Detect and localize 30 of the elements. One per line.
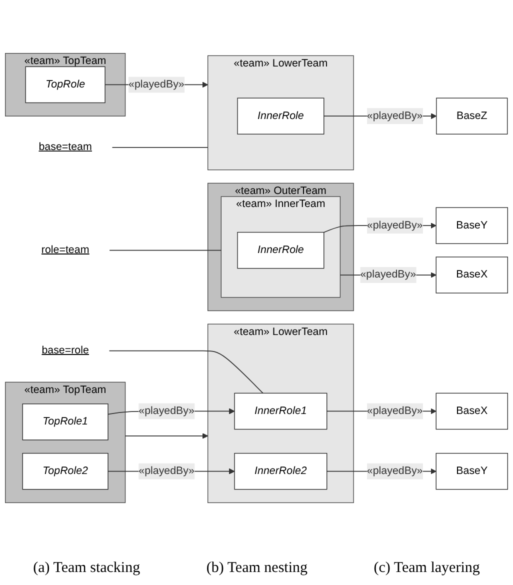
node-box: InnerRole — [237, 98, 324, 134]
edge-label: «playedBy» — [138, 465, 194, 477]
node-text: base=team — [38, 141, 92, 153]
node-box: BaseY — [436, 452, 508, 490]
arrow — [124, 432, 208, 439]
node-box: BaseX — [436, 392, 508, 430]
node-box: BaseX — [436, 256, 508, 294]
edge-label: «playedBy» — [128, 78, 184, 90]
edge-label: «playedBy» — [366, 465, 423, 477]
connector — [108, 350, 264, 394]
node-box: TopRole1 — [22, 404, 108, 440]
node-box: BaseY — [436, 207, 508, 244]
figure-caption: (b) Team nesting — [206, 560, 308, 577]
node-text: base=role — [42, 344, 89, 356]
node-box: TopRole — [25, 66, 106, 104]
node-box: InnerRole1 — [234, 392, 328, 430]
edge-label: «playedBy» — [366, 110, 423, 122]
connector — [111, 147, 208, 148]
edge-label: «playedBy» — [366, 220, 423, 231]
edge-label: «playedBy» — [360, 268, 416, 280]
edge-label: «playedBy» — [366, 405, 423, 417]
node-box: TopRole2 — [22, 452, 108, 490]
node-box: BaseZ — [436, 98, 508, 134]
figure-caption: (a) Team stacking — [33, 560, 140, 577]
node-box: InnerRole — [237, 232, 324, 269]
figure-caption: (c) Team layering — [374, 560, 480, 577]
edge-label: «playedBy» — [138, 405, 194, 417]
node-box: InnerRole2 — [234, 452, 328, 490]
connector — [108, 250, 222, 251]
node-text: role=team — [41, 244, 90, 256]
